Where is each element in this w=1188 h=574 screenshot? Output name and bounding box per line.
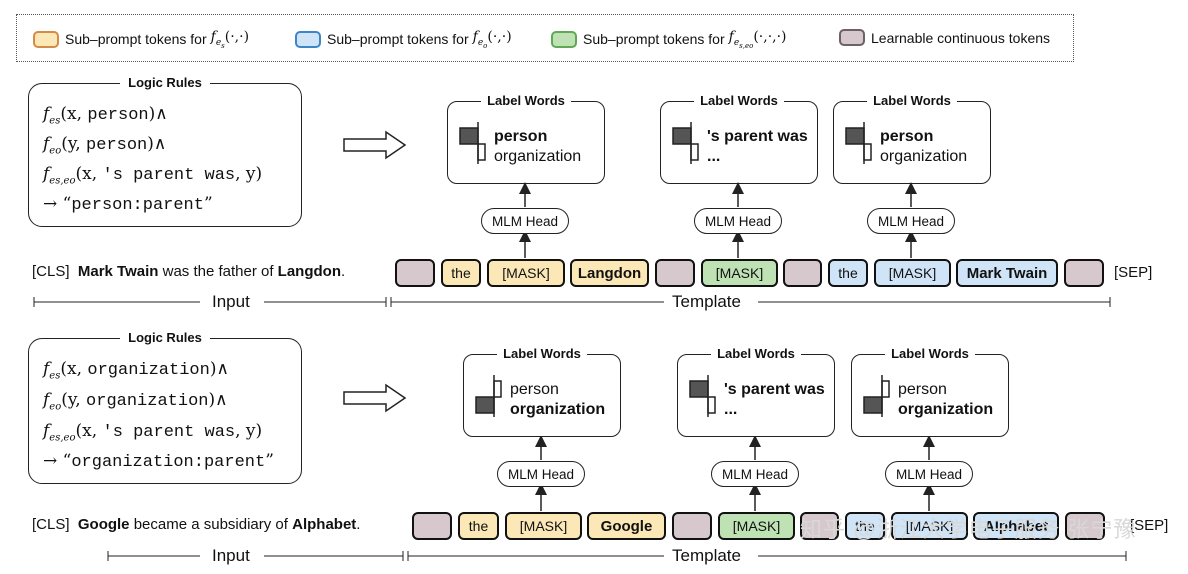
- histogram-icon: [475, 375, 502, 417]
- label-word: ...: [707, 148, 721, 165]
- label-words-box: Label Words person organization: [851, 346, 1009, 437]
- mlm-head: MLM Head: [481, 208, 569, 234]
- entity-token: Alphabet: [973, 512, 1059, 540]
- entity-token: Google: [587, 512, 666, 540]
- input-sentence: [CLS] Mark Twain was the father of Langd…: [32, 263, 346, 280]
- implies-arrow: [343, 130, 407, 160]
- legend-item-relation: Sub–prompt tokens for fes,eo(·,·,·): [551, 29, 787, 50]
- label-word: person: [510, 381, 559, 398]
- label-word: 's parent was: [707, 128, 808, 145]
- histogram-icon: [689, 375, 716, 417]
- rule-line: fes(x, organization)∧: [43, 359, 229, 382]
- legend-label: Learnable continuous tokens: [871, 29, 1051, 46]
- sep-token: [SEP]: [1130, 517, 1169, 534]
- template-label: Template: [666, 292, 747, 312]
- label-words-box: Label Words 's parent was ...: [677, 346, 835, 437]
- input-label: Input: [206, 546, 256, 566]
- entity-token: Langdon: [570, 259, 649, 287]
- subject-token: the: [441, 259, 481, 287]
- mlm-head: MLM Head: [885, 461, 973, 487]
- rule-line: feo(y, organization)∧: [43, 390, 228, 413]
- input-label: Input: [206, 292, 256, 312]
- label-word: person: [898, 381, 947, 398]
- histogram-icon: [459, 122, 486, 164]
- sep-token: [SEP]: [1114, 264, 1153, 281]
- entity-token: Mark Twain: [956, 259, 1058, 287]
- implies-arrow: [343, 383, 407, 413]
- learnable-token: [672, 512, 712, 540]
- rule-conclusion: → “organization:parent”: [43, 451, 274, 472]
- logic-rules-title: Logic Rules: [120, 330, 210, 345]
- histogram-icon: [845, 122, 872, 164]
- label-words-box: Label Words person organization: [463, 346, 621, 437]
- label-word: organization: [898, 401, 994, 418]
- mlm-head: MLM Head: [694, 208, 782, 234]
- label-word: organization: [510, 401, 606, 418]
- mlm-head: MLM Head: [711, 461, 799, 487]
- histogram-icon: [672, 122, 699, 164]
- legend-item-learnable: Learnable continuous tokens: [839, 29, 1050, 46]
- histogram-icon: [863, 375, 890, 417]
- legend-func: fes(·,·): [210, 29, 250, 50]
- mask-token: [MASK]: [701, 259, 778, 287]
- legend-func: feo(·,·): [472, 29, 512, 50]
- watermark: 知乎 @浙江大学电子服务 张宁豫: [800, 517, 1137, 542]
- learnable-token: [1064, 259, 1104, 287]
- learnable-token: [800, 512, 839, 540]
- label-words-box: Label Words person organization: [447, 93, 605, 184]
- label-word: 's parent was: [724, 381, 825, 398]
- legend-label: Sub–prompt tokens for: [583, 31, 725, 48]
- rule-line: fes,eo(x, 's parent was, y): [43, 421, 263, 444]
- object-token: the: [845, 512, 885, 540]
- mask-token: [MASK]: [487, 259, 565, 287]
- label-words-box: Label Words 's parent was ...: [660, 93, 818, 184]
- rule-line: fes,eo(x, 's parent was, y): [43, 164, 263, 187]
- legend-swatch-green: [551, 30, 577, 48]
- learnable-token: [783, 259, 822, 287]
- subject-token: the: [458, 512, 499, 540]
- legend-box: Sub–prompt tokens for fes(·,·) Sub–promp…: [16, 14, 1074, 62]
- mlm-head: MLM Head: [867, 208, 955, 234]
- mask-token: [MASK]: [874, 259, 951, 287]
- mask-token: [MASK]: [891, 512, 968, 540]
- legend-label: Sub–prompt tokens for: [65, 31, 207, 48]
- legend-item-object: Sub–prompt tokens for feo(·,·): [295, 29, 512, 50]
- learnable-token: [1065, 512, 1105, 540]
- logic-rules-title: Logic Rules: [120, 75, 210, 90]
- label-word: ...: [724, 401, 738, 418]
- learnable-token: [395, 259, 435, 287]
- logic-rules-box: Logic Rules fes(x, person)∧ feo(y, perso…: [28, 75, 302, 227]
- mask-token: [MASK]: [718, 512, 795, 540]
- legend-swatch-yellow: [33, 30, 59, 48]
- legend-swatch-gray: [839, 29, 865, 46]
- legend-swatch-blue: [295, 30, 321, 48]
- input-sentence: [CLS] Google became a subsidiary of Alph…: [32, 516, 361, 533]
- object-token: the: [828, 259, 868, 287]
- rule-line: fes(x, person)∧: [43, 104, 168, 127]
- learnable-token: [412, 512, 452, 540]
- label-word: organization: [880, 148, 968, 165]
- logic-rules-box: Logic Rules fes(x, organization)∧ feo(y,…: [28, 330, 302, 484]
- legend-func: fes,eo(·,·,·): [728, 29, 787, 50]
- rule-conclusion: → “person:parent”: [43, 194, 213, 215]
- label-words-box: Label Words person organization: [833, 93, 991, 184]
- legend-label: Sub–prompt tokens for: [327, 31, 469, 48]
- template-label: Template: [666, 546, 747, 566]
- learnable-token: [655, 259, 695, 287]
- legend-item-subject: Sub–prompt tokens for fes(·,·): [33, 29, 249, 50]
- label-word: person: [494, 128, 548, 145]
- mask-token: [MASK]: [505, 512, 582, 540]
- mlm-head: MLM Head: [497, 461, 585, 487]
- rule-line: feo(y, person)∧: [43, 134, 167, 157]
- label-word: organization: [494, 148, 582, 165]
- label-word: person: [880, 128, 934, 145]
